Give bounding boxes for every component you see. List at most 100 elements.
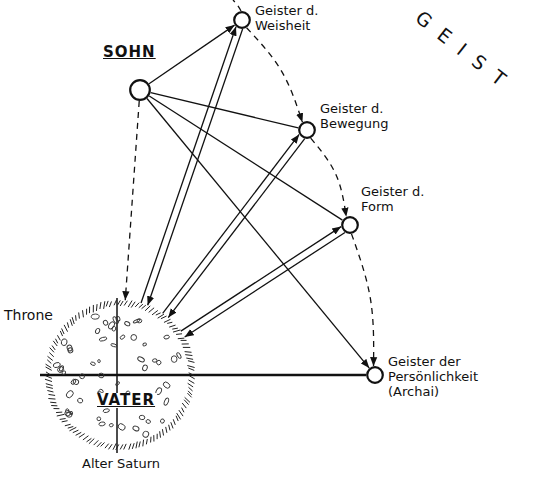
connector-line [141, 27, 236, 303]
hatch-tick [75, 315, 77, 320]
hatch-tick [185, 351, 192, 353]
hatch-tick [62, 328, 64, 334]
sphere-grain [103, 408, 110, 413]
hatch-tick [57, 414, 65, 416]
sphere-grain [139, 415, 145, 420]
hatch-tick [171, 422, 173, 428]
hatch-tick [161, 316, 167, 319]
hatch-tick [153, 435, 154, 441]
hatch-tick [167, 322, 172, 323]
circle-outline [233, 11, 251, 29]
connector-line [148, 29, 243, 305]
connector-line [149, 25, 235, 84]
sphere-grain [131, 334, 137, 340]
hatch-tick [50, 402, 56, 404]
hatch-tick [182, 403, 186, 408]
node-circle [367, 367, 383, 383]
hatch-tick [86, 309, 87, 315]
hatch-tick [89, 307, 90, 313]
sphere-grain [171, 356, 177, 363]
sphere-grain [112, 326, 117, 331]
hatch-tick [188, 380, 194, 383]
sphere-grain [70, 378, 76, 385]
hatch-tick [173, 330, 180, 332]
node-heading: SOHN [103, 45, 156, 60]
hierarchy-circle: Geister der Persönlichkeit (Archai) [366, 366, 384, 384]
sphere-outline [45, 300, 195, 450]
hatch-tick [105, 444, 109, 449]
hatch-tick [188, 383, 193, 387]
hatch-tick [128, 301, 132, 307]
connector-line [181, 227, 341, 332]
node-label: Geister d. Form [361, 184, 439, 214]
hatch-tick [187, 366, 194, 368]
hatch-tick [100, 302, 101, 309]
hatch-tick [142, 305, 146, 309]
hatch-tick [52, 345, 55, 349]
hatch-tick [166, 427, 167, 433]
hatch-tick [169, 425, 170, 431]
region-label: GEIST [411, 6, 520, 98]
sphere-grain [132, 425, 140, 432]
hatch-tick [45, 379, 52, 381]
hatch-tick [172, 328, 178, 330]
hatch-tick [79, 434, 85, 438]
hatch-tick [106, 301, 108, 307]
sphere-grain [163, 335, 169, 340]
sphere-grain [111, 343, 117, 347]
dashed-arrow [351, 234, 373, 366]
node-heading: Throne [4, 308, 53, 323]
node-circle [299, 122, 315, 138]
hatch-tick [48, 394, 55, 395]
hatch-tick [116, 444, 119, 449]
hatch-tick [60, 331, 62, 336]
sphere-grain [163, 397, 169, 406]
sphere-grain [142, 342, 147, 346]
hatch-tick [114, 300, 117, 305]
sphere-grain [90, 362, 96, 366]
hatch-tick [51, 405, 57, 406]
sphere-grain [119, 334, 125, 340]
hatch-tick [48, 356, 53, 360]
hatch-tick [54, 408, 60, 409]
hatch-tick [188, 368, 194, 370]
sphere-grain [142, 430, 150, 438]
hatch-tick [182, 408, 184, 413]
sohn-circle: SOHN [129, 79, 151, 101]
hatch-tick [182, 343, 189, 344]
node-label: Geister der Persönlichkeit (Archai) [388, 354, 500, 399]
connector-line [195, 374, 366, 377]
sphere-grain [64, 409, 71, 416]
hatch-tick [47, 390, 53, 392]
hatch-tick [186, 358, 193, 359]
hatch-tick [131, 302, 135, 308]
sphere-grain [53, 362, 61, 369]
sphere-grain [115, 381, 120, 386]
hatch-tick [83, 436, 89, 440]
node-label: Geister d. Weisheit [255, 3, 343, 33]
hatch-tick [46, 387, 53, 389]
connector-line [163, 134, 300, 313]
hatch-tick [156, 313, 161, 315]
hatch-tick [104, 301, 105, 309]
hatch-tick [124, 301, 127, 306]
hatch-tick [184, 400, 188, 405]
hatch-tick [179, 410, 183, 416]
hatch-tick [113, 443, 116, 450]
hatch-tick [47, 360, 51, 364]
sphere-grain [98, 373, 104, 378]
hatch-tick [139, 441, 140, 447]
hatch-tick [50, 348, 54, 353]
node-circle [130, 80, 150, 100]
sphere-grain [156, 359, 162, 365]
dashed-arrow [247, 28, 303, 123]
sphere-grain [146, 419, 151, 424]
circle-outline [129, 79, 151, 101]
hatch-tick [173, 419, 175, 425]
hierarchy-circle: Geister d. Weisheit [233, 11, 251, 29]
hatch-tick [93, 305, 94, 312]
hierarchy-circle: Geister d. Bewegung [298, 121, 316, 139]
hatch-tick [82, 310, 84, 317]
